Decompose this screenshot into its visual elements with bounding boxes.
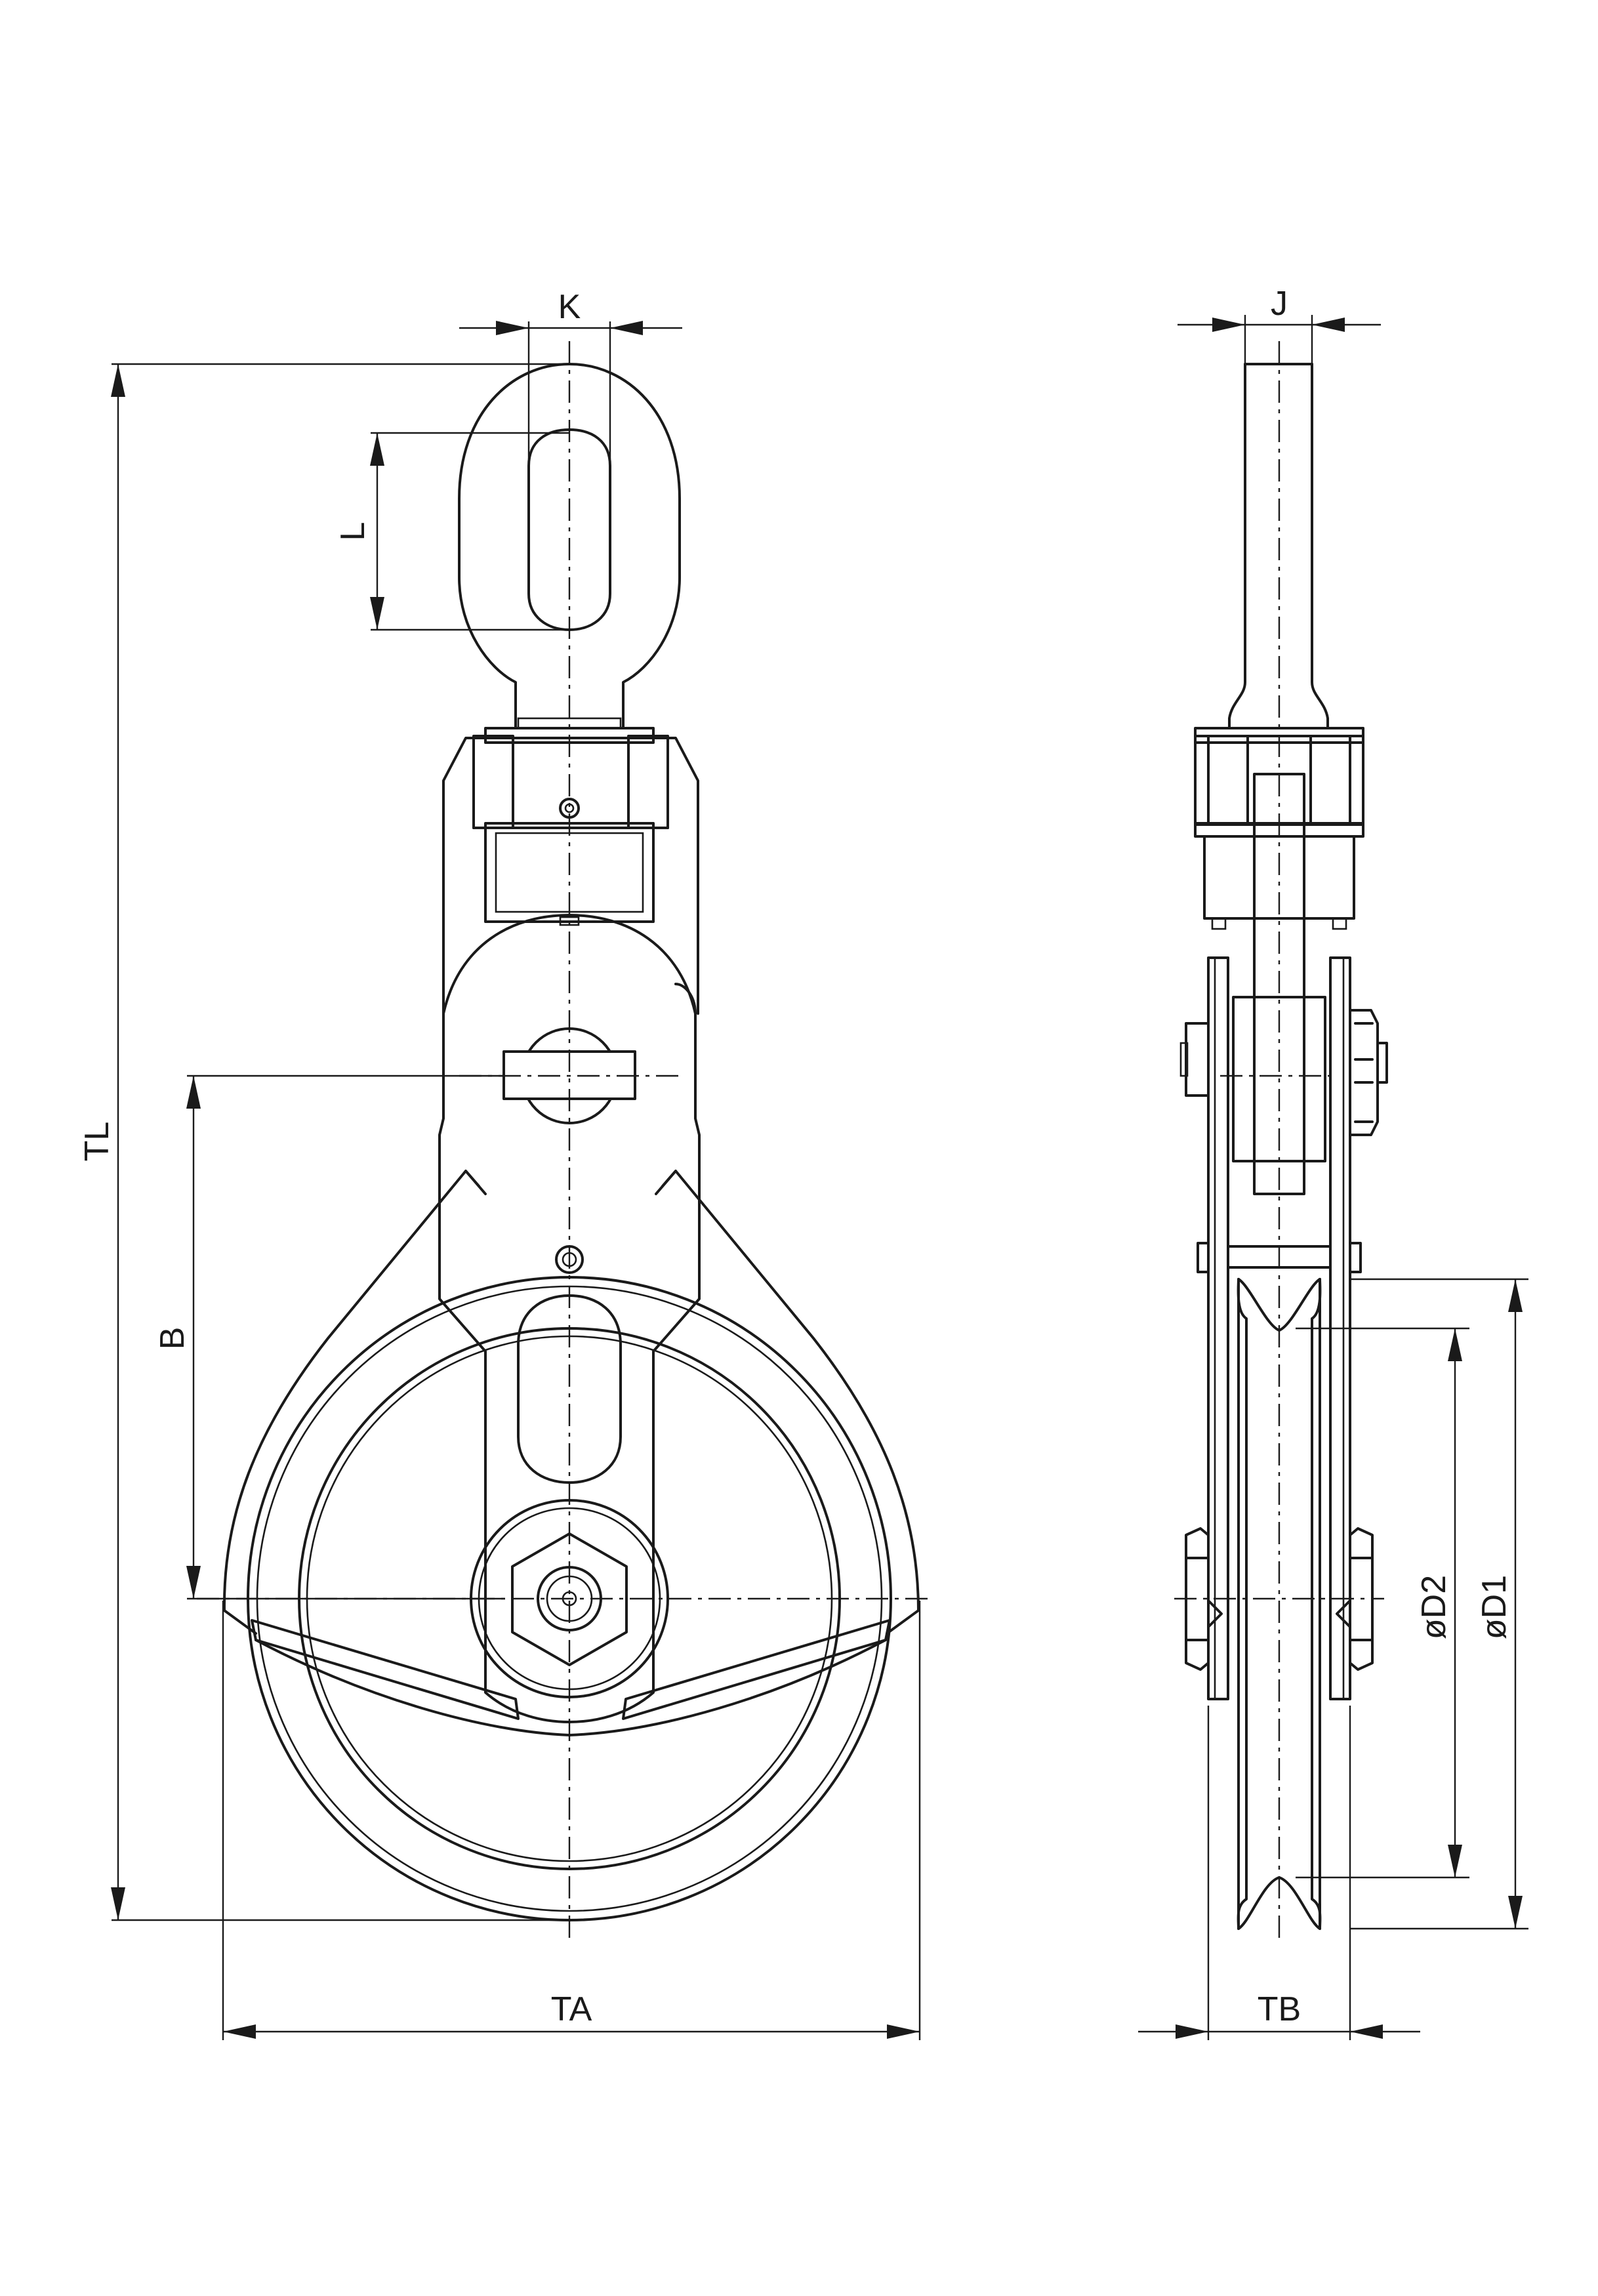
- front-dimensions: K L TL B TA: [78, 288, 921, 2040]
- side-view: [1174, 341, 1388, 1942]
- dim-label-k: K: [558, 288, 581, 326]
- dim-label-d1: øD1: [1475, 1575, 1513, 1639]
- side-sheave: [1237, 1278, 1322, 1930]
- side-axle-nuts: [1185, 1527, 1374, 1671]
- dim-label-tb: TB: [1258, 1990, 1301, 2028]
- side-dimensions: J øD1 øD2 TB: [1138, 285, 1528, 2040]
- side-shank: [1228, 363, 1329, 729]
- dim-label-tl: TL: [78, 1122, 116, 1162]
- front-swivel-housing: [442, 727, 699, 1015]
- dim-label-j: J: [1271, 285, 1288, 323]
- dim-label-ta: TA: [551, 1990, 592, 2028]
- side-small-screws: [1197, 1242, 1362, 1273]
- dim-label-l: L: [334, 522, 372, 541]
- front-view: [197, 341, 932, 1942]
- dim-label-d2: øD2: [1415, 1575, 1453, 1639]
- dim-label-b: B: [154, 1327, 192, 1350]
- front-cheek-plates: [222, 1170, 920, 1635]
- side-upper-bolt: [1179, 1009, 1388, 1136]
